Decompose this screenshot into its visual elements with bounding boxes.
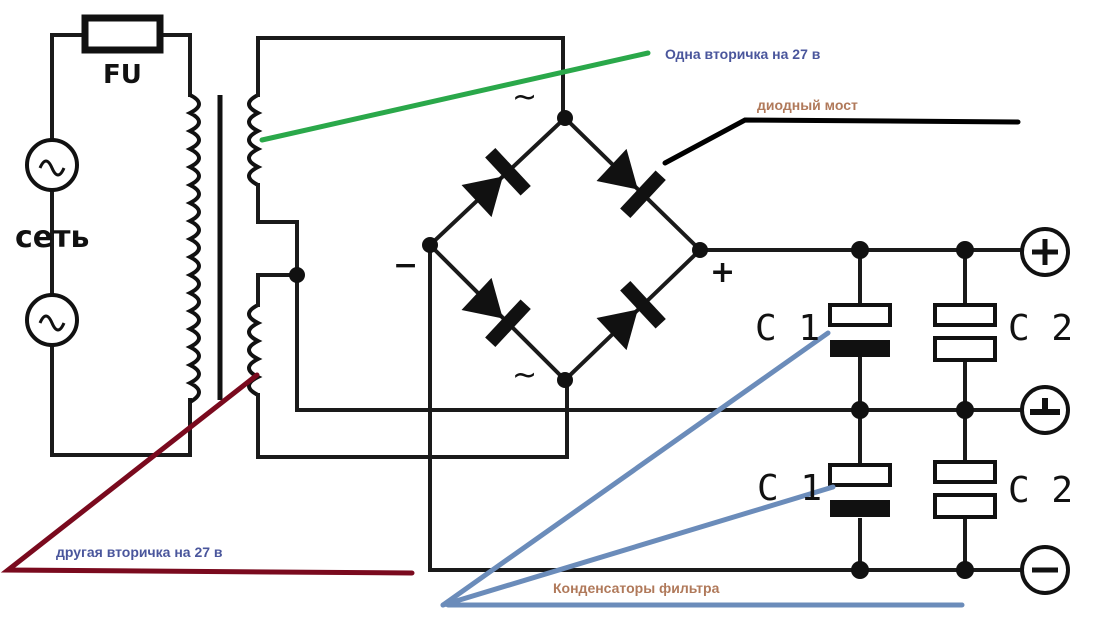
c1-bottom-label: C 1	[757, 468, 823, 509]
ac-source-icon	[25, 138, 79, 192]
annotation-lines-filter-caps	[440, 330, 965, 608]
junction-dot	[956, 561, 974, 579]
diode-icon	[596, 148, 666, 219]
secondary-wire-top	[256, 36, 565, 120]
ac-top-label: ~	[512, 80, 538, 115]
bridge-node-ac-top	[557, 110, 573, 126]
negative-rail	[428, 243, 1022, 572]
primary-wire-top	[50, 33, 192, 97]
junction-dot	[851, 401, 869, 419]
ac-source-icon	[25, 293, 79, 347]
secondary-wire-bottom	[256, 378, 569, 459]
secondary-wire-center	[256, 183, 1022, 412]
capacitor-c1-bottom	[828, 463, 892, 517]
annotation-line-secondary-one	[259, 50, 651, 143]
junction-dot	[289, 267, 305, 283]
diode-icon	[461, 147, 531, 218]
junction-dot	[956, 241, 974, 259]
bridge-wires	[427, 115, 703, 383]
capacitor-c2-top	[933, 303, 997, 362]
junction-dot	[851, 561, 869, 579]
diode-icon	[461, 277, 531, 348]
primary-winding	[185, 93, 201, 404]
c2-bottom-label: C 2	[1008, 470, 1074, 511]
bridge-node-ac-bottom	[557, 372, 573, 388]
fuse-label: FU	[103, 60, 142, 90]
terminal-negative-icon[interactable]	[1020, 545, 1070, 595]
ac-bottom-label: ~	[512, 358, 538, 393]
annotation-line-secondary-two	[0, 372, 415, 576]
minus-label: −	[393, 248, 419, 283]
mains-label: сеть	[15, 220, 90, 255]
annotation-line-diode-bridge	[662, 117, 1021, 166]
bridge-node-plus	[692, 242, 708, 258]
terminal-positive-icon[interactable]	[1020, 227, 1070, 277]
annotation-diode-bridge: диодный мост	[757, 97, 858, 113]
plus-label: +	[710, 255, 736, 290]
annotation-filter-caps: Конденсаторы фильтра	[553, 580, 720, 596]
junction-dot	[956, 401, 974, 419]
c1-top-label: C 1	[755, 308, 821, 349]
annotation-secondary-two: другая вторичка на 27 в	[56, 544, 223, 560]
c2-top-label: C 2	[1008, 308, 1074, 349]
terminal-ground-icon[interactable]	[1020, 385, 1070, 435]
capacitor-c2-bottom	[933, 460, 997, 519]
diode-icon	[596, 280, 666, 351]
junction-dot	[851, 241, 869, 259]
secondary-winding-1	[247, 93, 263, 187]
capacitor-c1-top	[828, 303, 892, 357]
bridge-node-minus	[422, 237, 438, 253]
annotation-secondary-one: Одна вторичка на 27 в	[665, 46, 821, 62]
fuse-symbol	[81, 14, 164, 54]
